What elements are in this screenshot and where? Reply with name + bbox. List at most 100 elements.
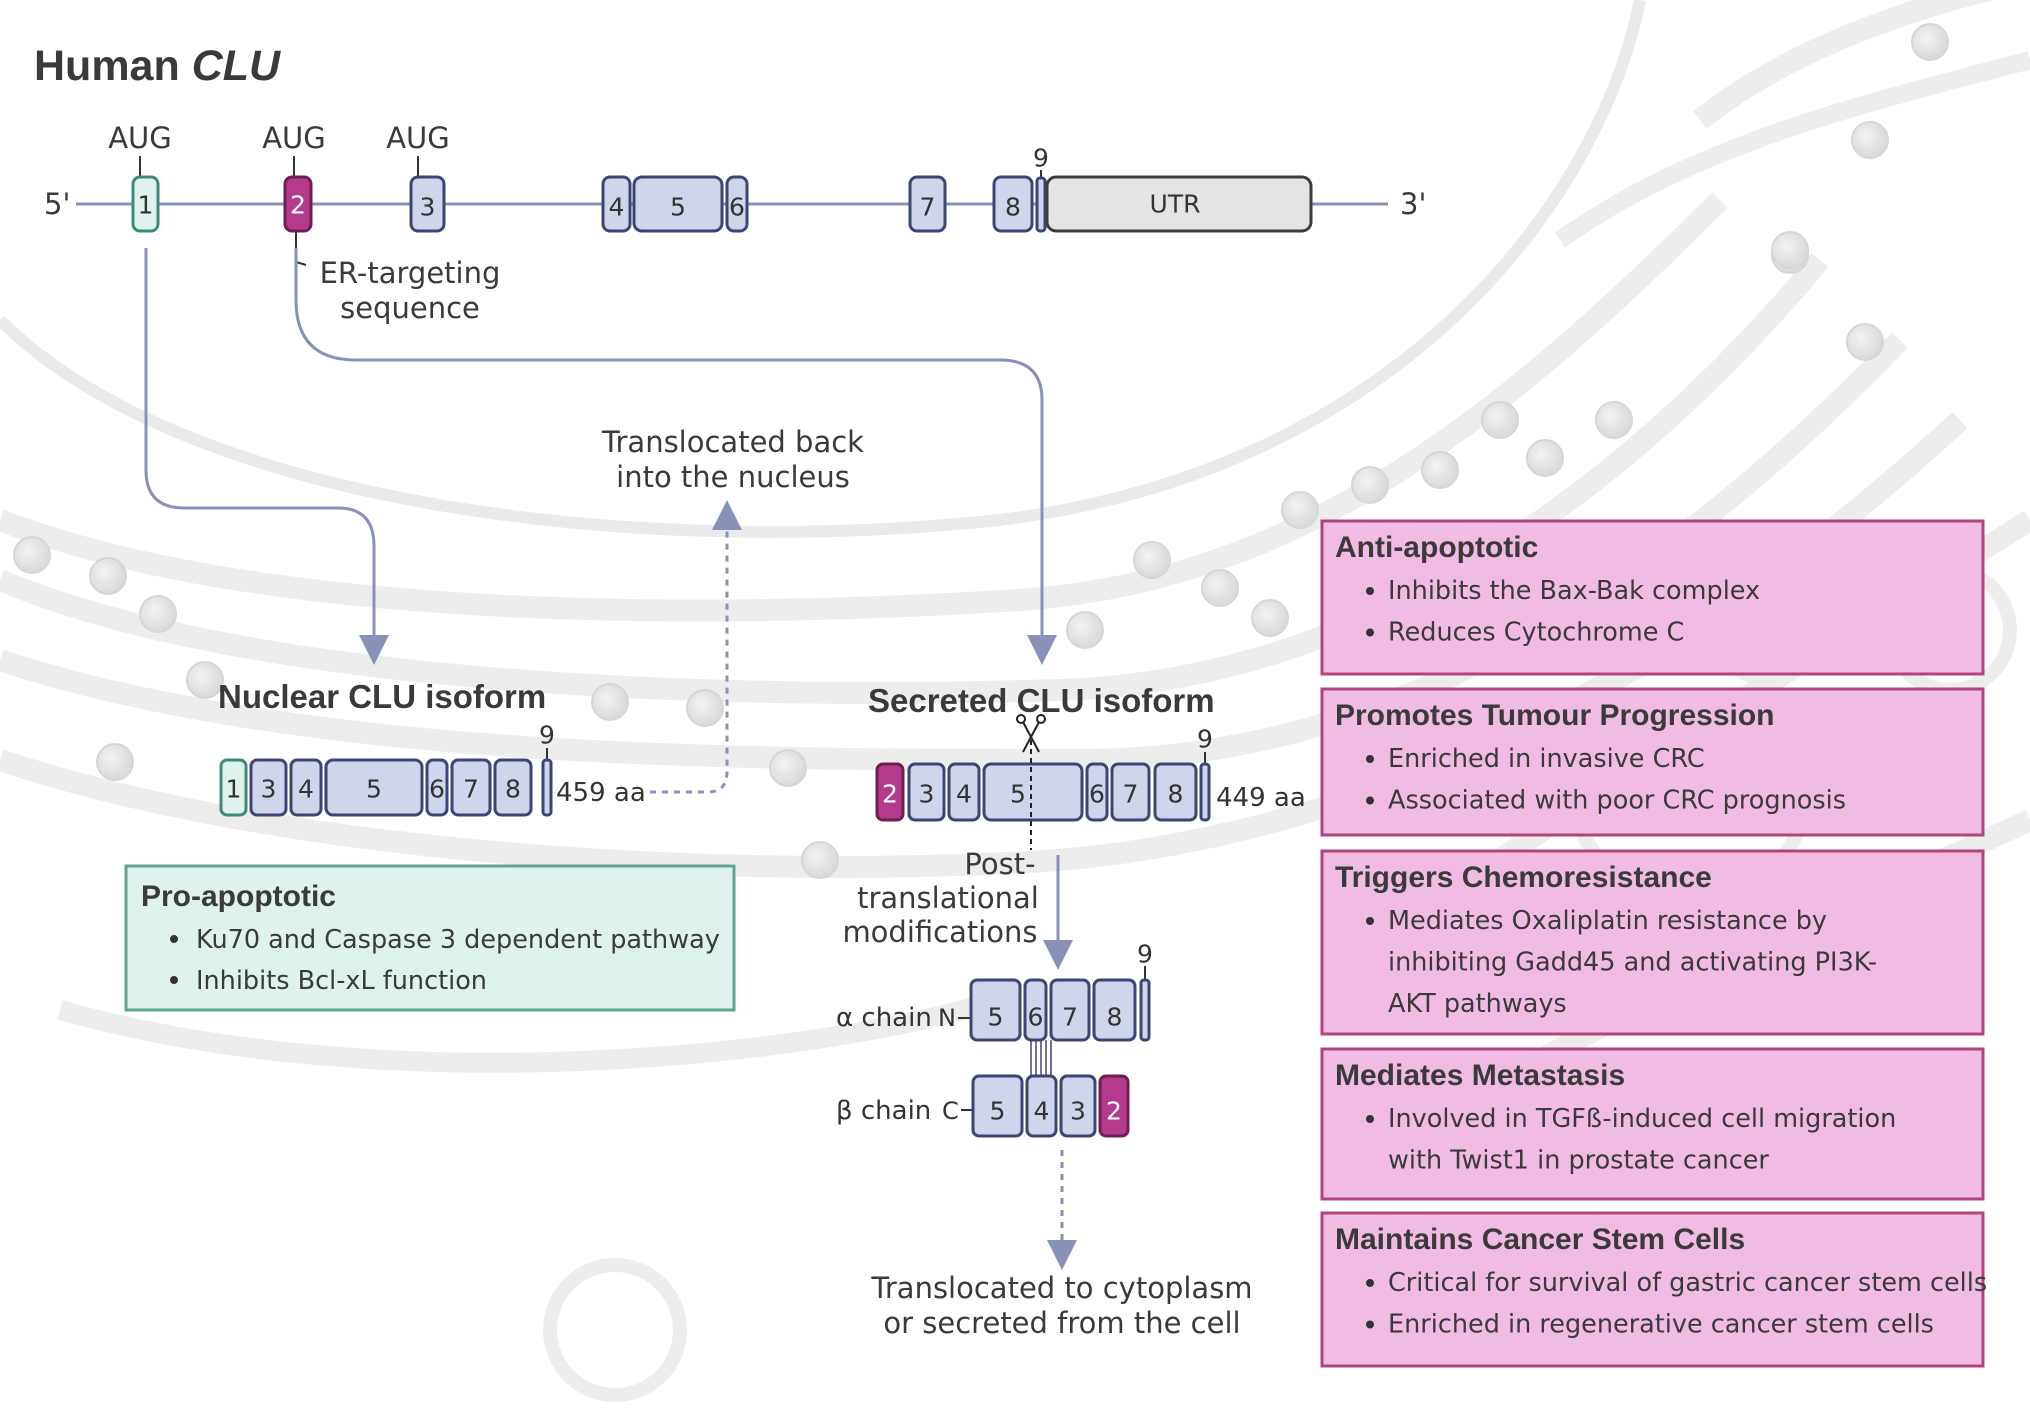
utr-block xyxy=(1045,175,1313,233)
alpha-exon-9 xyxy=(1139,978,1151,1042)
nuc-exon-1-label: 1 xyxy=(226,775,242,804)
pro-apoptotic-bullet-2: Inhibits Bcl-xL function xyxy=(196,966,487,996)
nuc-exon-6-label: 6 xyxy=(429,775,445,804)
beta-exon-2 xyxy=(1098,1074,1130,1138)
sec-exon-7 xyxy=(1110,762,1151,822)
pro-apoptotic-box: Pro-apoptotic Ku70 and Caspase 3 depende… xyxy=(124,864,736,1012)
gene-exon-7-label: 7 xyxy=(920,193,936,222)
secreted-isoform: Secreted CLU isoform 2 3 4 5 6 7 8 9 449… xyxy=(836,682,1306,1340)
beta-exon-3 xyxy=(1059,1074,1097,1138)
nuc-exon-8 xyxy=(493,758,533,817)
role-bullet-text: Reduces Cytochrome C xyxy=(1388,618,1684,648)
arrow-back-to-nucleus xyxy=(650,500,742,794)
aug-label-1: AUG xyxy=(108,121,172,155)
nuc-exon-7-label: 7 xyxy=(463,775,479,804)
beta-exon-5-label: 5 xyxy=(990,1097,1006,1126)
nuc-exon-7 xyxy=(450,758,492,817)
nuc-exon-5-label: 5 xyxy=(366,775,382,804)
sec-exon-7-label: 7 xyxy=(1123,780,1139,809)
alpha-exon-9-label: 9 xyxy=(1137,940,1153,969)
nuc-exon-9 xyxy=(541,758,553,817)
pro-apoptotic-bullet-1: Ku70 and Caspase 3 dependent pathway xyxy=(196,925,720,955)
gene-exon-5 xyxy=(632,175,724,233)
gene-exon-7 xyxy=(908,175,947,233)
aug-label-3: AUG xyxy=(386,121,450,155)
gene-exon-9 xyxy=(1035,176,1047,233)
alpha-exon-5 xyxy=(969,978,1022,1042)
gene-exon-3-label: 3 xyxy=(420,193,436,222)
alpha-exon-6-label: 6 xyxy=(1028,1003,1044,1032)
alpha-exon-7 xyxy=(1049,978,1091,1042)
sec-exon-3 xyxy=(907,762,946,822)
nuc-exon-1 xyxy=(219,758,248,817)
beta-exon-3-label: 3 xyxy=(1070,1097,1086,1126)
nuclear-isoform-title: Nuclear CLU isoform xyxy=(218,678,546,715)
sec-exon-8-label: 8 xyxy=(1168,780,1184,809)
arrow-to-nuclear xyxy=(144,248,389,665)
role-bullet-text: Mediates Oxaliplatin resistance by xyxy=(1388,906,1827,936)
sec-exon-9-label: 9 xyxy=(1197,725,1213,754)
gene-exon-5-label: 5 xyxy=(670,193,686,222)
three-prime-label: 3' xyxy=(1400,187,1426,221)
beta-exon-4-label: 4 xyxy=(1034,1097,1050,1126)
sec-exon-8 xyxy=(1153,762,1198,822)
aug-label-2: AUG xyxy=(262,121,326,155)
ptm-line2: translational xyxy=(857,881,1039,915)
page-title: Human CLU xyxy=(34,42,281,90)
translocated-back-line1: Translocated back xyxy=(601,425,864,459)
gene-exon-3 xyxy=(409,175,446,233)
role-title: Promotes Tumour Progression xyxy=(1335,699,1775,732)
nuc-exon-3-label: 3 xyxy=(261,775,277,804)
secreted-length: 449 aa xyxy=(1216,783,1306,813)
role-title: Anti-apoptotic xyxy=(1335,531,1538,564)
role-bullet-text: AKT pathways xyxy=(1388,989,1567,1019)
gene-exon-8 xyxy=(992,175,1034,233)
role-bullet-text: Enriched in invasive CRC xyxy=(1388,744,1705,774)
er-label-line2: sequence xyxy=(340,291,480,325)
secreted-isoform-title: Secreted CLU isoform xyxy=(868,682,1215,719)
gene-map: 5' 3' AUG AUG AUG 1 2 3 4 5 6 7 8 9 UTR … xyxy=(44,121,1426,325)
nuclear-length: 459 aa xyxy=(556,778,646,808)
utr-label: UTR xyxy=(1150,190,1201,219)
nuc-exon-8-label: 8 xyxy=(505,775,521,804)
alpha-terminus: N xyxy=(938,1004,956,1032)
sec-exon-5-label: 5 xyxy=(1010,780,1026,809)
gene-exon-2 xyxy=(283,175,313,233)
role-bullet-text: Associated with poor CRC prognosis xyxy=(1388,786,1846,816)
nuclear-isoform: Nuclear CLU isoform 1 3 4 5 6 7 8 9 459 … xyxy=(218,678,646,817)
translocated-back-line2: into the nucleus xyxy=(616,460,850,494)
beta-exon-2-label: 2 xyxy=(1106,1097,1122,1126)
beta-terminus: C xyxy=(942,1097,959,1125)
beta-chain-label: β chain xyxy=(836,1096,931,1126)
gene-exon-9-label: 9 xyxy=(1033,144,1049,173)
sec-exon-5 xyxy=(982,762,1084,822)
destination-line1: Translocated to cytoplasm xyxy=(870,1271,1252,1305)
sec-exon-4 xyxy=(947,762,981,822)
sec-exon-9 xyxy=(1199,762,1211,822)
gene-exon-6 xyxy=(725,175,749,233)
ptm-line1: Post- xyxy=(964,847,1035,881)
beta-exon-4 xyxy=(1025,1074,1058,1138)
alpha-exon-8 xyxy=(1092,978,1137,1042)
role-title: Triggers Chemoresistance xyxy=(1335,861,1712,894)
nuc-exon-4-label: 4 xyxy=(298,775,314,804)
nuc-exon-5 xyxy=(324,758,424,817)
nuc-exon-6 xyxy=(425,758,449,817)
gene-exon-1 xyxy=(131,175,160,233)
gene-exon-6-label: 6 xyxy=(729,193,745,222)
alpha-exon-7-label: 7 xyxy=(1062,1003,1078,1032)
gene-exon-2-label: 2 xyxy=(290,191,306,220)
five-prime-label: 5' xyxy=(44,187,70,221)
gene-exon-8-label: 8 xyxy=(1005,193,1021,222)
disulfide-bonds xyxy=(1030,1040,1052,1076)
role-bullet-text: with Twist1 in prostate cancer xyxy=(1388,1146,1769,1176)
ptm-line3: modifications xyxy=(842,915,1037,949)
sec-exon-6 xyxy=(1085,762,1109,822)
role-bullet-text: Critical for survival of gastric cancer … xyxy=(1388,1268,1987,1298)
sec-exon-2 xyxy=(875,762,905,822)
alpha-chain-label: α chain xyxy=(836,1003,932,1033)
scissors-icon xyxy=(1016,714,1046,753)
